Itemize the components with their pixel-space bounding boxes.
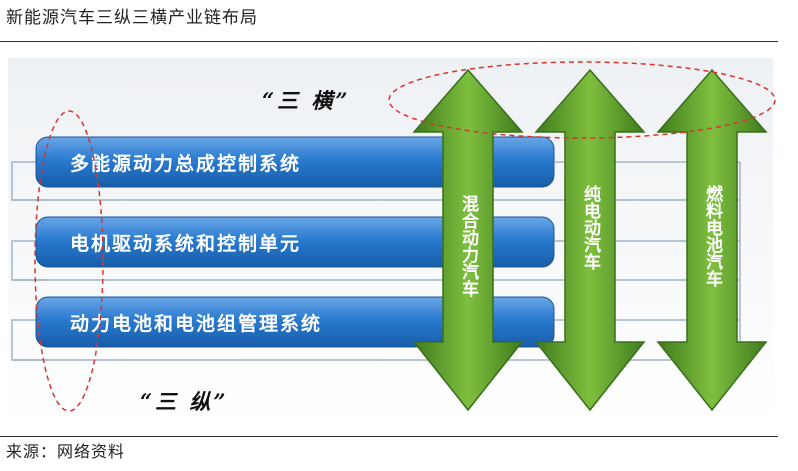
source-note: 来源：网络资料 — [6, 442, 126, 461]
bar-label-2: 电机驱动系统和控制单元 — [70, 232, 301, 255]
bar-3 — [35, 296, 555, 348]
vertical-arrows: 混合动力汽车 纯电动汽车 燃料电池汽车 — [412, 68, 768, 412]
bar-label-3: 动力电池和电池组管理系统 — [70, 312, 322, 335]
bar-1 — [35, 136, 555, 188]
arrow-hybrid-shape — [412, 68, 524, 412]
arrow-label-1: 混合动力汽车 — [458, 195, 479, 298]
vertical-group-ellipse — [34, 110, 104, 412]
arrow-fuel-cell — [656, 68, 768, 412]
arrow-label-3: 燃料电池汽车 — [702, 184, 723, 288]
horizontal-group-ellipse — [388, 61, 776, 139]
vertical-label: “三 纵” — [140, 389, 228, 414]
title-divider — [0, 41, 778, 42]
chart-title: 新能源汽车三纵三横产业链布局 — [6, 8, 258, 28]
bar-label-1: 多能源动力总成控制系统 — [70, 152, 301, 175]
arrow-fuel-cell-shape — [656, 68, 768, 412]
horizontal-bars: 多能源动力总成控制系统 电机驱动系统和控制单元 动力电池和电池组管理系统 — [35, 136, 555, 348]
arrow-bev — [534, 68, 646, 412]
source-divider — [0, 436, 778, 437]
arrow-bev-shape — [534, 68, 646, 412]
horizontal-label: “三 横” — [262, 88, 350, 113]
arrow-label-2: 纯电动汽车 — [580, 184, 601, 271]
arrow-hybrid — [412, 68, 524, 412]
